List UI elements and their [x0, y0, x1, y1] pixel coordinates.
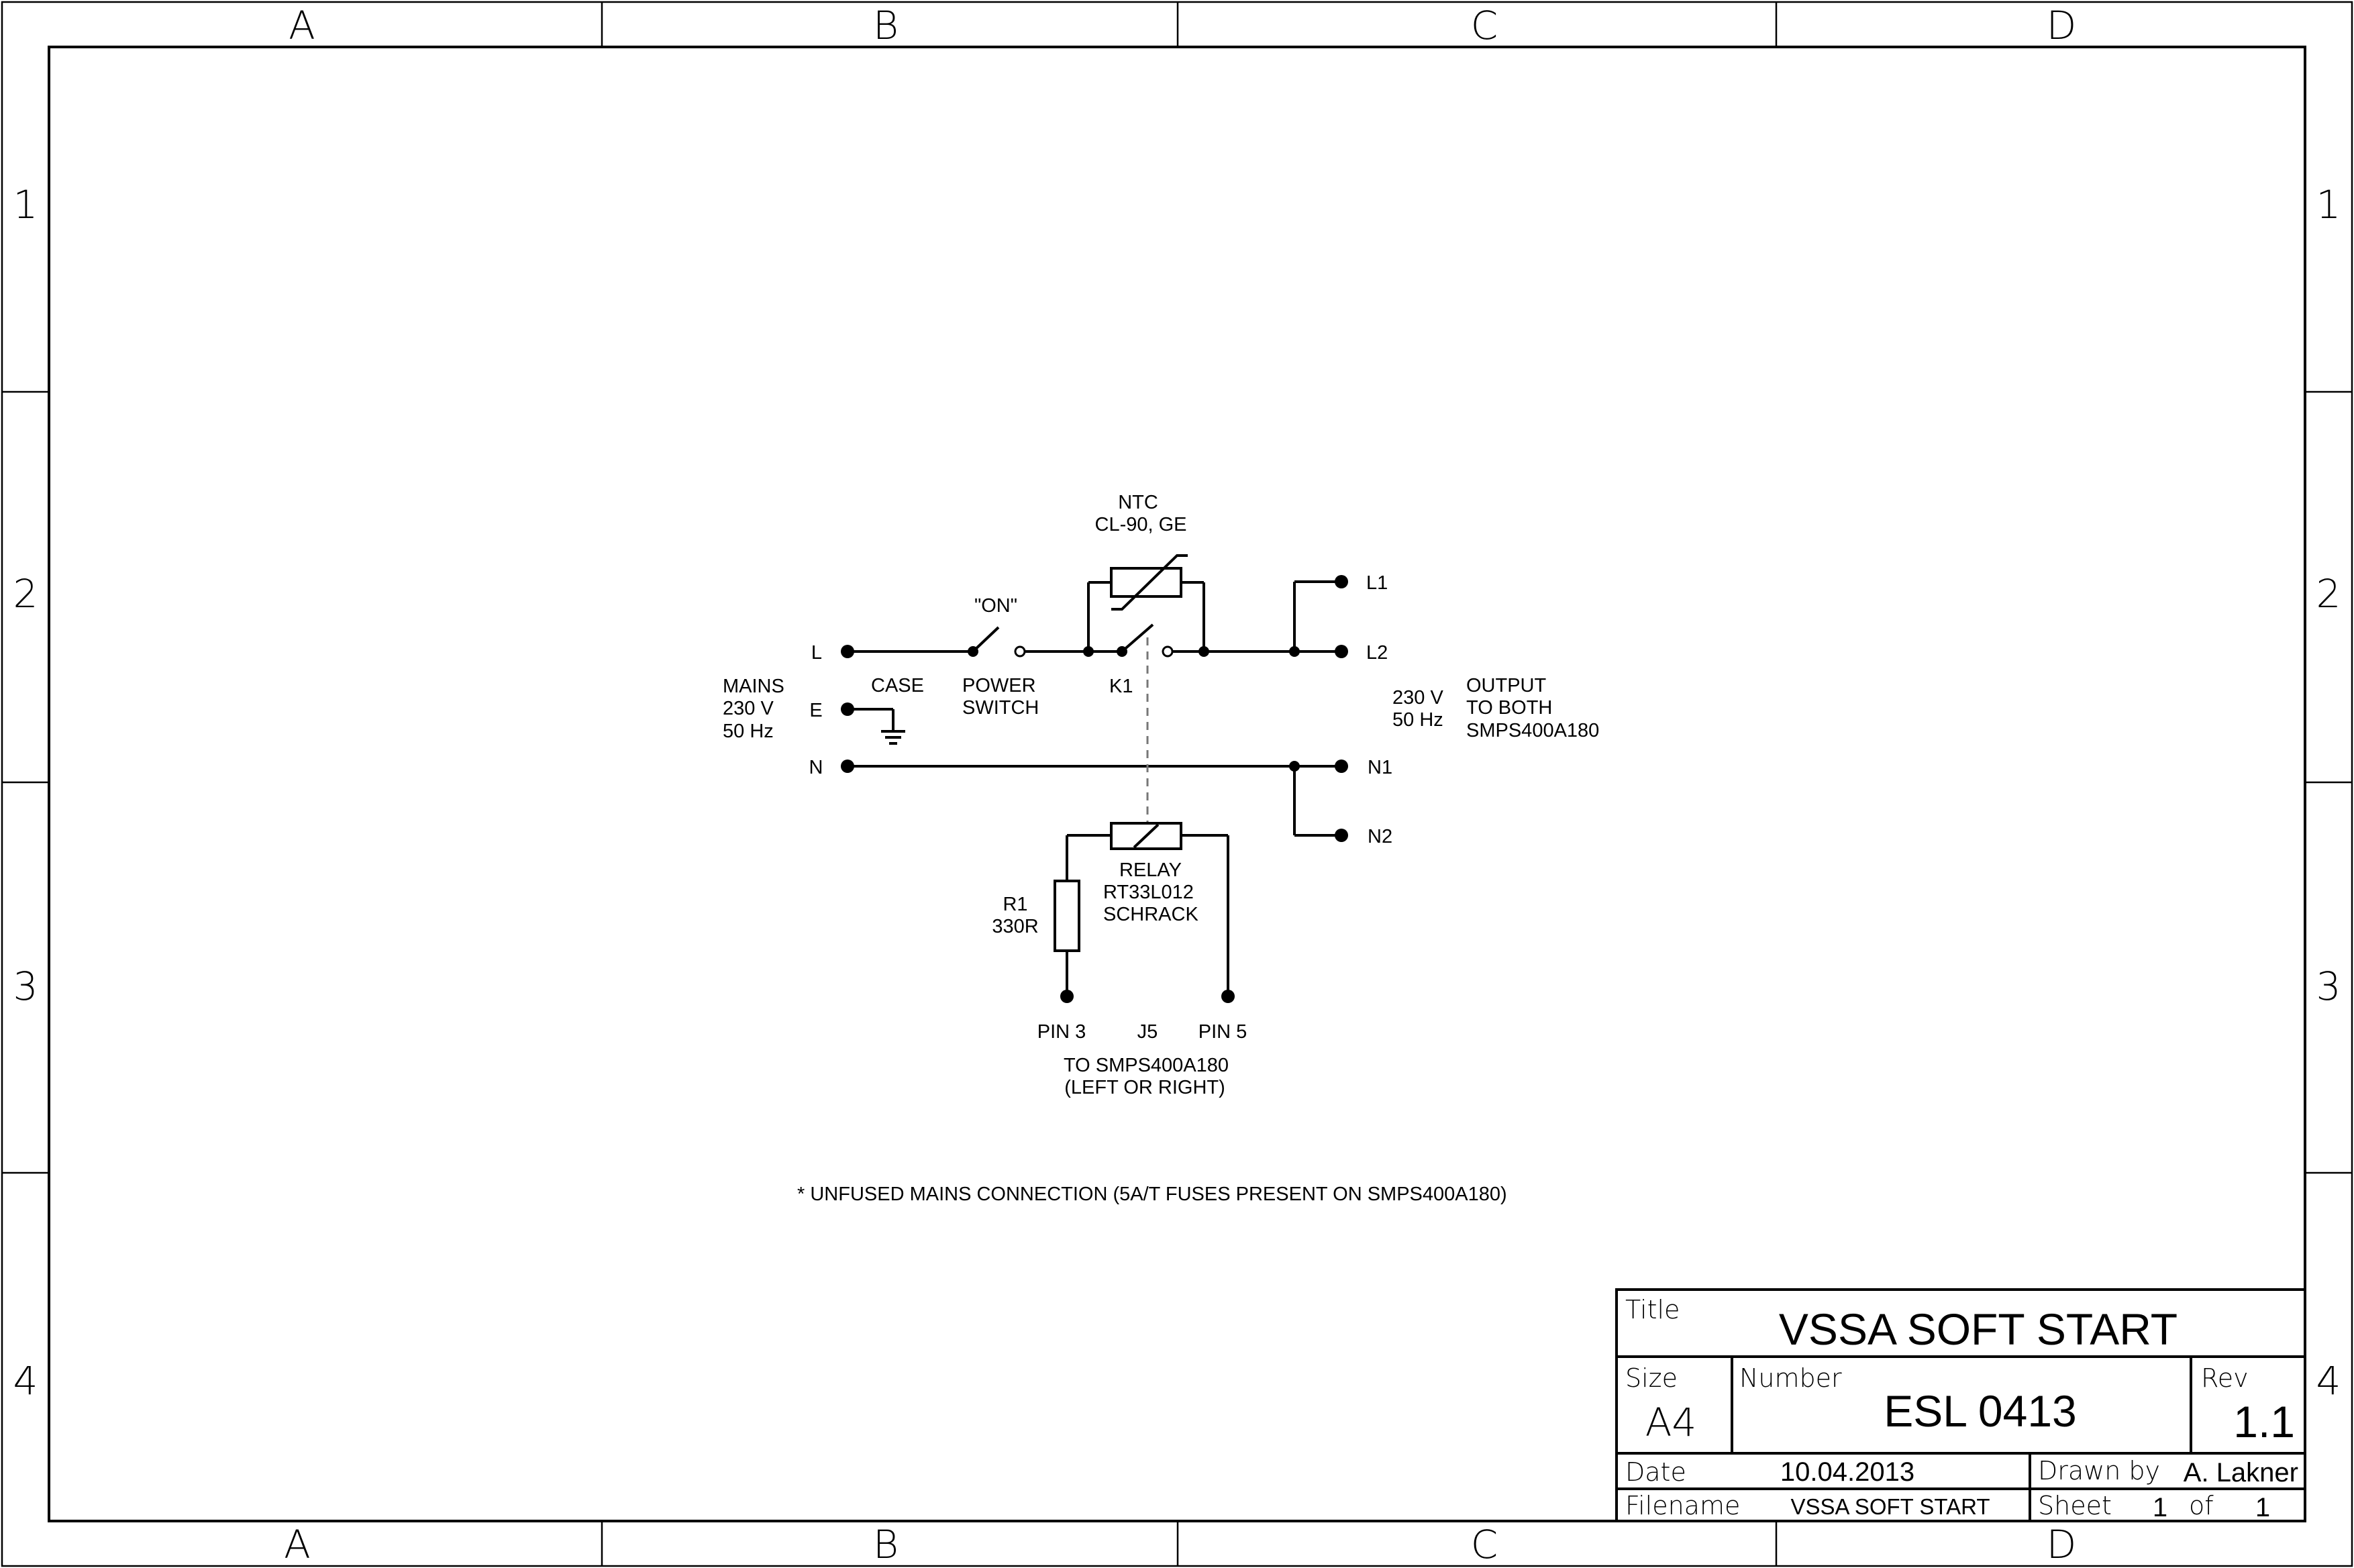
pin5-label: PIN 5 — [1198, 1021, 1247, 1043]
mains-frequency-label: 50 Hz — [723, 721, 774, 742]
relay-label: RELAY — [1119, 859, 1182, 881]
zone-row-2-right: 2 — [2316, 571, 2341, 617]
filename-label: Filename — [1625, 1491, 1740, 1520]
relay-maker-label: SCHRACK — [1103, 904, 1198, 925]
drawing-date: 10.04.2013 — [1780, 1457, 1914, 1487]
terminal-l2 — [1335, 645, 1348, 658]
circuit: NTC CL-90, GE "ON" POWER SWITCH K1 CASE … — [723, 492, 1599, 1205]
output-label: OUTPUT — [1466, 675, 1547, 696]
zone-row-3-left: 3 — [13, 963, 38, 1009]
junction-l-out — [1289, 646, 1300, 657]
filename: VSSA SOFT START — [1790, 1494, 1990, 1519]
ground-icon — [881, 730, 905, 745]
terminal-e-label: E — [809, 700, 822, 721]
pin3-label: PIN 3 — [1037, 1021, 1086, 1043]
sheet-label: Sheet — [2038, 1491, 2112, 1520]
sheet-size: A4 — [1645, 1400, 1697, 1445]
footnote: * UNFUSED MAINS CONNECTION (5A/T FUSES P… — [797, 1184, 1507, 1205]
terminal-pin5 — [1221, 990, 1235, 1003]
title-label: Title — [1625, 1295, 1680, 1324]
mains-voltage-label: 230 V — [723, 698, 774, 719]
size-label: Size — [1625, 1363, 1678, 1393]
drawn-by-label: Drawn by — [2038, 1456, 2160, 1485]
drawn-by: A. Lakner — [2184, 1458, 2298, 1487]
terminal-l-label: L — [811, 642, 822, 664]
junction-ntc-left — [1083, 646, 1094, 657]
title-block: Title VSSA SOFT START Size A4 Number ESL… — [1615, 1288, 2306, 1522]
to-smps-label-2: (LEFT OR RIGHT) — [1064, 1077, 1225, 1098]
output-label-3: SMPS400A180 — [1466, 720, 1599, 741]
terminal-l1 — [1335, 575, 1348, 588]
power-switch-label: POWER — [962, 675, 1036, 696]
case-label: CASE — [871, 675, 924, 696]
of-label: of — [2189, 1491, 2214, 1520]
j5-label: J5 — [1137, 1021, 1158, 1043]
switch-on-label: "ON" — [974, 595, 1017, 617]
ntc-part-label: CL-90, GE — [1095, 514, 1187, 535]
junction-n-out — [1289, 761, 1300, 772]
power-switch-pivot — [968, 646, 978, 657]
terminal-n1 — [1335, 760, 1348, 773]
drawing-title: VSSA SOFT START — [1779, 1304, 2178, 1354]
k1-contact — [1162, 645, 1174, 658]
ntc-label: NTC — [1118, 492, 1158, 513]
zone-col-d-bottom: D — [2047, 1522, 2077, 1567]
revision: 1.1 — [2233, 1397, 2295, 1447]
terminal-n2-label: N2 — [1368, 826, 1392, 847]
junction-ntc-right — [1198, 646, 1209, 657]
k1-lever — [1121, 623, 1154, 653]
number-label: Number — [1739, 1363, 1842, 1393]
relay-coil-slash — [1133, 823, 1160, 849]
to-smps-label: TO SMPS400A180 — [1064, 1055, 1229, 1076]
terminal-pin3 — [1060, 990, 1074, 1003]
sheet-total: 1 — [2255, 1493, 2270, 1522]
terminal-l-input — [841, 645, 854, 658]
r1-value-label: 330R — [992, 916, 1038, 937]
power-switch-label-2: SWITCH — [962, 697, 1039, 719]
zone-row-4-left: 4 — [13, 1358, 38, 1404]
k1-label: K1 — [1109, 676, 1133, 697]
relay-part-label: RT33L012 — [1103, 882, 1194, 903]
output-voltage-label: 230 V — [1392, 687, 1443, 709]
zone-row-2-left: 2 — [13, 571, 38, 617]
zone-col-b-top: B — [873, 3, 899, 48]
zone-row-4-right: 4 — [2316, 1358, 2341, 1404]
sheet-number: 1 — [2153, 1493, 2167, 1522]
zone-row-3-right: 3 — [2316, 963, 2341, 1009]
date-label: Date — [1625, 1457, 1686, 1487]
output-frequency-label: 50 Hz — [1392, 709, 1443, 731]
terminal-n2 — [1335, 829, 1348, 842]
zone-col-c-top: C — [1471, 3, 1498, 48]
power-switch-contact — [1014, 645, 1026, 658]
terminal-l1-label: L1 — [1366, 572, 1388, 594]
drawing-number: ESL 0413 — [1884, 1386, 2076, 1436]
terminal-n1-label: N1 — [1368, 757, 1392, 778]
terminal-n-label: N — [809, 757, 823, 778]
zone-col-a-top: A — [289, 3, 315, 48]
zone-col-c-bottom: C — [1471, 1522, 1498, 1567]
rev-label: Rev — [2201, 1363, 2249, 1393]
zone-row-1-left: 1 — [13, 182, 38, 227]
power-switch-lever — [972, 626, 1000, 653]
zone-col-a-bottom: A — [284, 1522, 311, 1567]
mains-label: MAINS — [723, 676, 784, 697]
zone-row-1-right: 1 — [2316, 182, 2341, 227]
ntc-diagonal — [1111, 554, 1188, 611]
zone-col-d-top: D — [2047, 3, 2077, 48]
output-label-2: TO BOTH — [1466, 697, 1552, 719]
resistor-r1 — [1054, 880, 1080, 952]
terminal-l2-label: L2 — [1366, 642, 1388, 664]
ntc-thermistor — [1110, 567, 1182, 598]
zone-col-b-bottom: B — [873, 1522, 899, 1567]
r1-label: R1 — [1003, 894, 1027, 915]
